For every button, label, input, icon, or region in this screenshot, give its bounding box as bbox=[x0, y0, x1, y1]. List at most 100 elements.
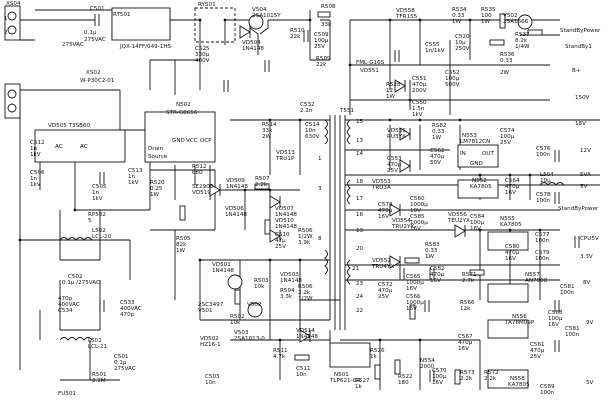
n502-model: STR-G8656 bbox=[166, 110, 198, 116]
c562-value: 470μ bbox=[430, 154, 445, 160]
r514-power: 2W bbox=[262, 134, 272, 140]
tpin-8: 8 bbox=[318, 236, 322, 242]
c533-label: C533 bbox=[120, 300, 135, 306]
tpin-13: 13 bbox=[356, 138, 364, 144]
c573-rating: 16V bbox=[378, 214, 389, 220]
vd503-model: 1N4148 bbox=[280, 278, 302, 284]
r583-power: 1W bbox=[425, 254, 435, 260]
vd556-model: TEU2YX bbox=[447, 218, 470, 224]
c579-label: C579 bbox=[535, 250, 550, 256]
v5va-out: 5VA bbox=[580, 172, 591, 178]
c502-value: 0.1μ /275VAC bbox=[62, 280, 100, 286]
c566-rating: 16V bbox=[406, 306, 417, 312]
r507-value: 2.2k bbox=[255, 182, 268, 188]
r535-label: R535 bbox=[481, 7, 496, 13]
labels-right-mid: 18V VD555 RU3YX RS82 0.33 1W C562 470μ 5… bbox=[371, 121, 599, 312]
n553-out: OUT bbox=[482, 151, 494, 157]
rs82-label: RS82 bbox=[432, 123, 447, 129]
c562-rating: 50V bbox=[430, 160, 441, 166]
c505-label: C505 bbox=[92, 184, 107, 190]
r522-value: 180 bbox=[398, 380, 409, 386]
c584-label: C584 bbox=[470, 214, 485, 220]
c578-value: 100n bbox=[536, 198, 551, 204]
vd552-label: VD552 bbox=[372, 258, 391, 264]
c580-rating: 16V bbox=[505, 256, 516, 262]
r527-label: R527 bbox=[355, 378, 370, 384]
l501-label: L501 bbox=[88, 338, 102, 344]
standby1-out: StandBy1 bbox=[565, 44, 592, 50]
v150-out: 150V bbox=[575, 95, 590, 101]
junction-dots bbox=[18, 18, 542, 342]
relay-label: RY501 bbox=[198, 2, 216, 8]
r506b-value: 2.2k bbox=[298, 290, 311, 296]
vd509-model: 1N4148 bbox=[226, 184, 248, 190]
c561-label: C561 bbox=[530, 342, 545, 348]
vd552-model: TRU4YX bbox=[371, 264, 394, 270]
r534-value: 0.33 bbox=[452, 13, 465, 19]
q2sc-model: 2SC3497 bbox=[198, 302, 224, 308]
c510-label: C510 bbox=[275, 232, 290, 238]
r504-value: 3.3k bbox=[280, 294, 293, 300]
c520-label: C520 bbox=[455, 34, 470, 40]
vd554-label: VD554 bbox=[392, 218, 411, 224]
c525-label: C525 bbox=[195, 46, 210, 52]
c566-value: 1000μ bbox=[406, 300, 424, 306]
n558-label: N558 bbox=[510, 376, 525, 382]
c534-value: 470p bbox=[58, 296, 73, 302]
pin-gnd: GND bbox=[172, 138, 185, 144]
r535-power: 1W bbox=[481, 19, 491, 25]
vd501-model: 1N4148 bbox=[212, 268, 234, 274]
c553-value: 470μ bbox=[387, 162, 402, 168]
pin-vcc: VCC bbox=[186, 138, 198, 144]
c580-value: 470μ bbox=[505, 250, 520, 256]
r504-label: R504 bbox=[280, 288, 295, 294]
labels-top: XS04 1 2 275VAC C501 0.1μ 275VAC RT501 R… bbox=[4, 1, 336, 52]
c581-value: 100n bbox=[560, 290, 575, 296]
tpin-3: 3 bbox=[318, 186, 322, 192]
n553-label: N553 bbox=[462, 133, 477, 139]
c514-label: C514 bbox=[305, 122, 320, 128]
n501-model: TLP621-GR bbox=[329, 378, 361, 384]
c512-label: C512 bbox=[30, 140, 45, 146]
c552-rating: 500V bbox=[445, 82, 460, 88]
vd505-label: VD505 T3SB60 bbox=[48, 123, 91, 129]
tpin-14: 14 bbox=[356, 151, 364, 157]
r528-value: 12 bbox=[386, 88, 393, 94]
n501-label: N501 bbox=[334, 372, 349, 378]
xs02-model: W-P30C2-01 bbox=[80, 78, 115, 84]
c568-value: 100μ bbox=[548, 316, 563, 322]
r503-label: R503 bbox=[254, 278, 269, 284]
r520-power: 1W bbox=[150, 192, 160, 198]
tpin-18: 18 bbox=[356, 179, 364, 185]
n553-model: LM7812CN bbox=[460, 139, 490, 145]
vd504-label: VD504 bbox=[242, 40, 261, 46]
c555-label: C555 bbox=[425, 42, 440, 48]
vd556-label: VD556 bbox=[448, 212, 467, 218]
c506-value: 1n bbox=[30, 176, 38, 182]
c567-label: C567 bbox=[458, 334, 473, 340]
c513-label: C513 bbox=[128, 168, 143, 174]
c503-label: C503 bbox=[205, 374, 220, 380]
c553-rating: 25V bbox=[387, 168, 398, 174]
vd501-label: VD501 bbox=[212, 262, 231, 268]
r502-value: 10k bbox=[230, 320, 241, 326]
c568-rating: 16V bbox=[548, 322, 559, 328]
c525-value: 330μ bbox=[195, 52, 210, 58]
v3-3-out: 3.3V bbox=[580, 254, 593, 260]
vd551-label: VD551 bbox=[360, 68, 379, 74]
xs02-label: XS02 bbox=[86, 70, 101, 76]
c572-label: C572 bbox=[378, 282, 393, 288]
c560-label: C560 bbox=[410, 196, 425, 202]
vd507-label: VD507 bbox=[275, 206, 294, 212]
fu501-label: FU501 bbox=[58, 391, 76, 397]
vd506-model: 1N4148 bbox=[225, 212, 247, 218]
vd558-label: VD558 bbox=[396, 8, 415, 14]
r501-label: R501 bbox=[92, 372, 107, 378]
c520-rating: 250V bbox=[455, 46, 470, 52]
labels-right-top: VD558 TFR155 R534 0.33 1W R535 100 1W V5… bbox=[356, 7, 601, 118]
vd553-label: VD553 bbox=[372, 179, 391, 185]
tpin-20: 20 bbox=[356, 246, 364, 252]
c581-label: C581 bbox=[560, 284, 575, 290]
c580-label: C580 bbox=[505, 244, 520, 250]
